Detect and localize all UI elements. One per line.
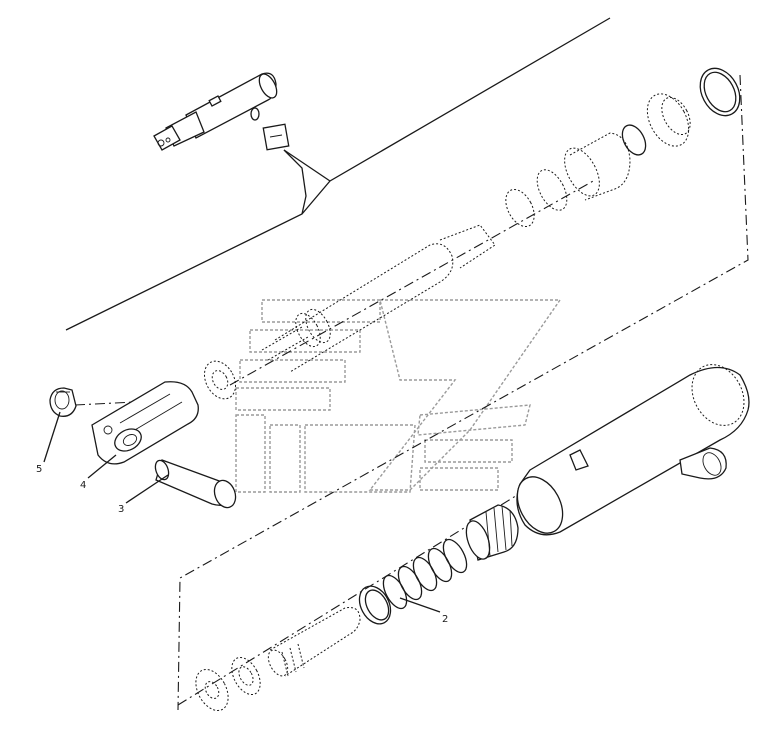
callout-2: 2 bbox=[442, 614, 448, 625]
leader-2 bbox=[399, 597, 441, 613]
seal-ring-b bbox=[536, 169, 568, 211]
rod-wiper-ring bbox=[203, 360, 237, 400]
seal-ring-a bbox=[505, 188, 535, 228]
part-4-clevis bbox=[91, 381, 199, 465]
leader-5 bbox=[43, 411, 61, 463]
backup-ring bbox=[646, 93, 690, 147]
o-ring-small bbox=[621, 124, 647, 156]
part-2-seal-kit bbox=[358, 538, 468, 625]
leader-3 bbox=[125, 474, 169, 504]
callout-5: 5 bbox=[36, 464, 42, 475]
part-3-pin bbox=[154, 459, 237, 509]
watermark-logo bbox=[235, 299, 562, 493]
symbol-leader bbox=[283, 149, 307, 215]
assembled-cylinder-thumbnail bbox=[153, 72, 278, 151]
part-5-cap bbox=[49, 387, 77, 417]
reference-symbol bbox=[262, 123, 290, 151]
axis-line-rod bbox=[229, 179, 596, 386]
cylinder-barrel bbox=[516, 364, 750, 536]
callout-4: 4 bbox=[80, 480, 86, 491]
piston-rod bbox=[261, 224, 496, 373]
gland-housing bbox=[569, 132, 631, 201]
leader-4 bbox=[87, 454, 117, 479]
callout-3: 3 bbox=[118, 504, 124, 515]
piston bbox=[465, 504, 519, 561]
boundary-line-upper bbox=[65, 17, 611, 331]
o-ring-large bbox=[699, 67, 741, 117]
lower-rod-assembly bbox=[195, 607, 361, 712]
axis-line-main bbox=[177, 74, 749, 711]
